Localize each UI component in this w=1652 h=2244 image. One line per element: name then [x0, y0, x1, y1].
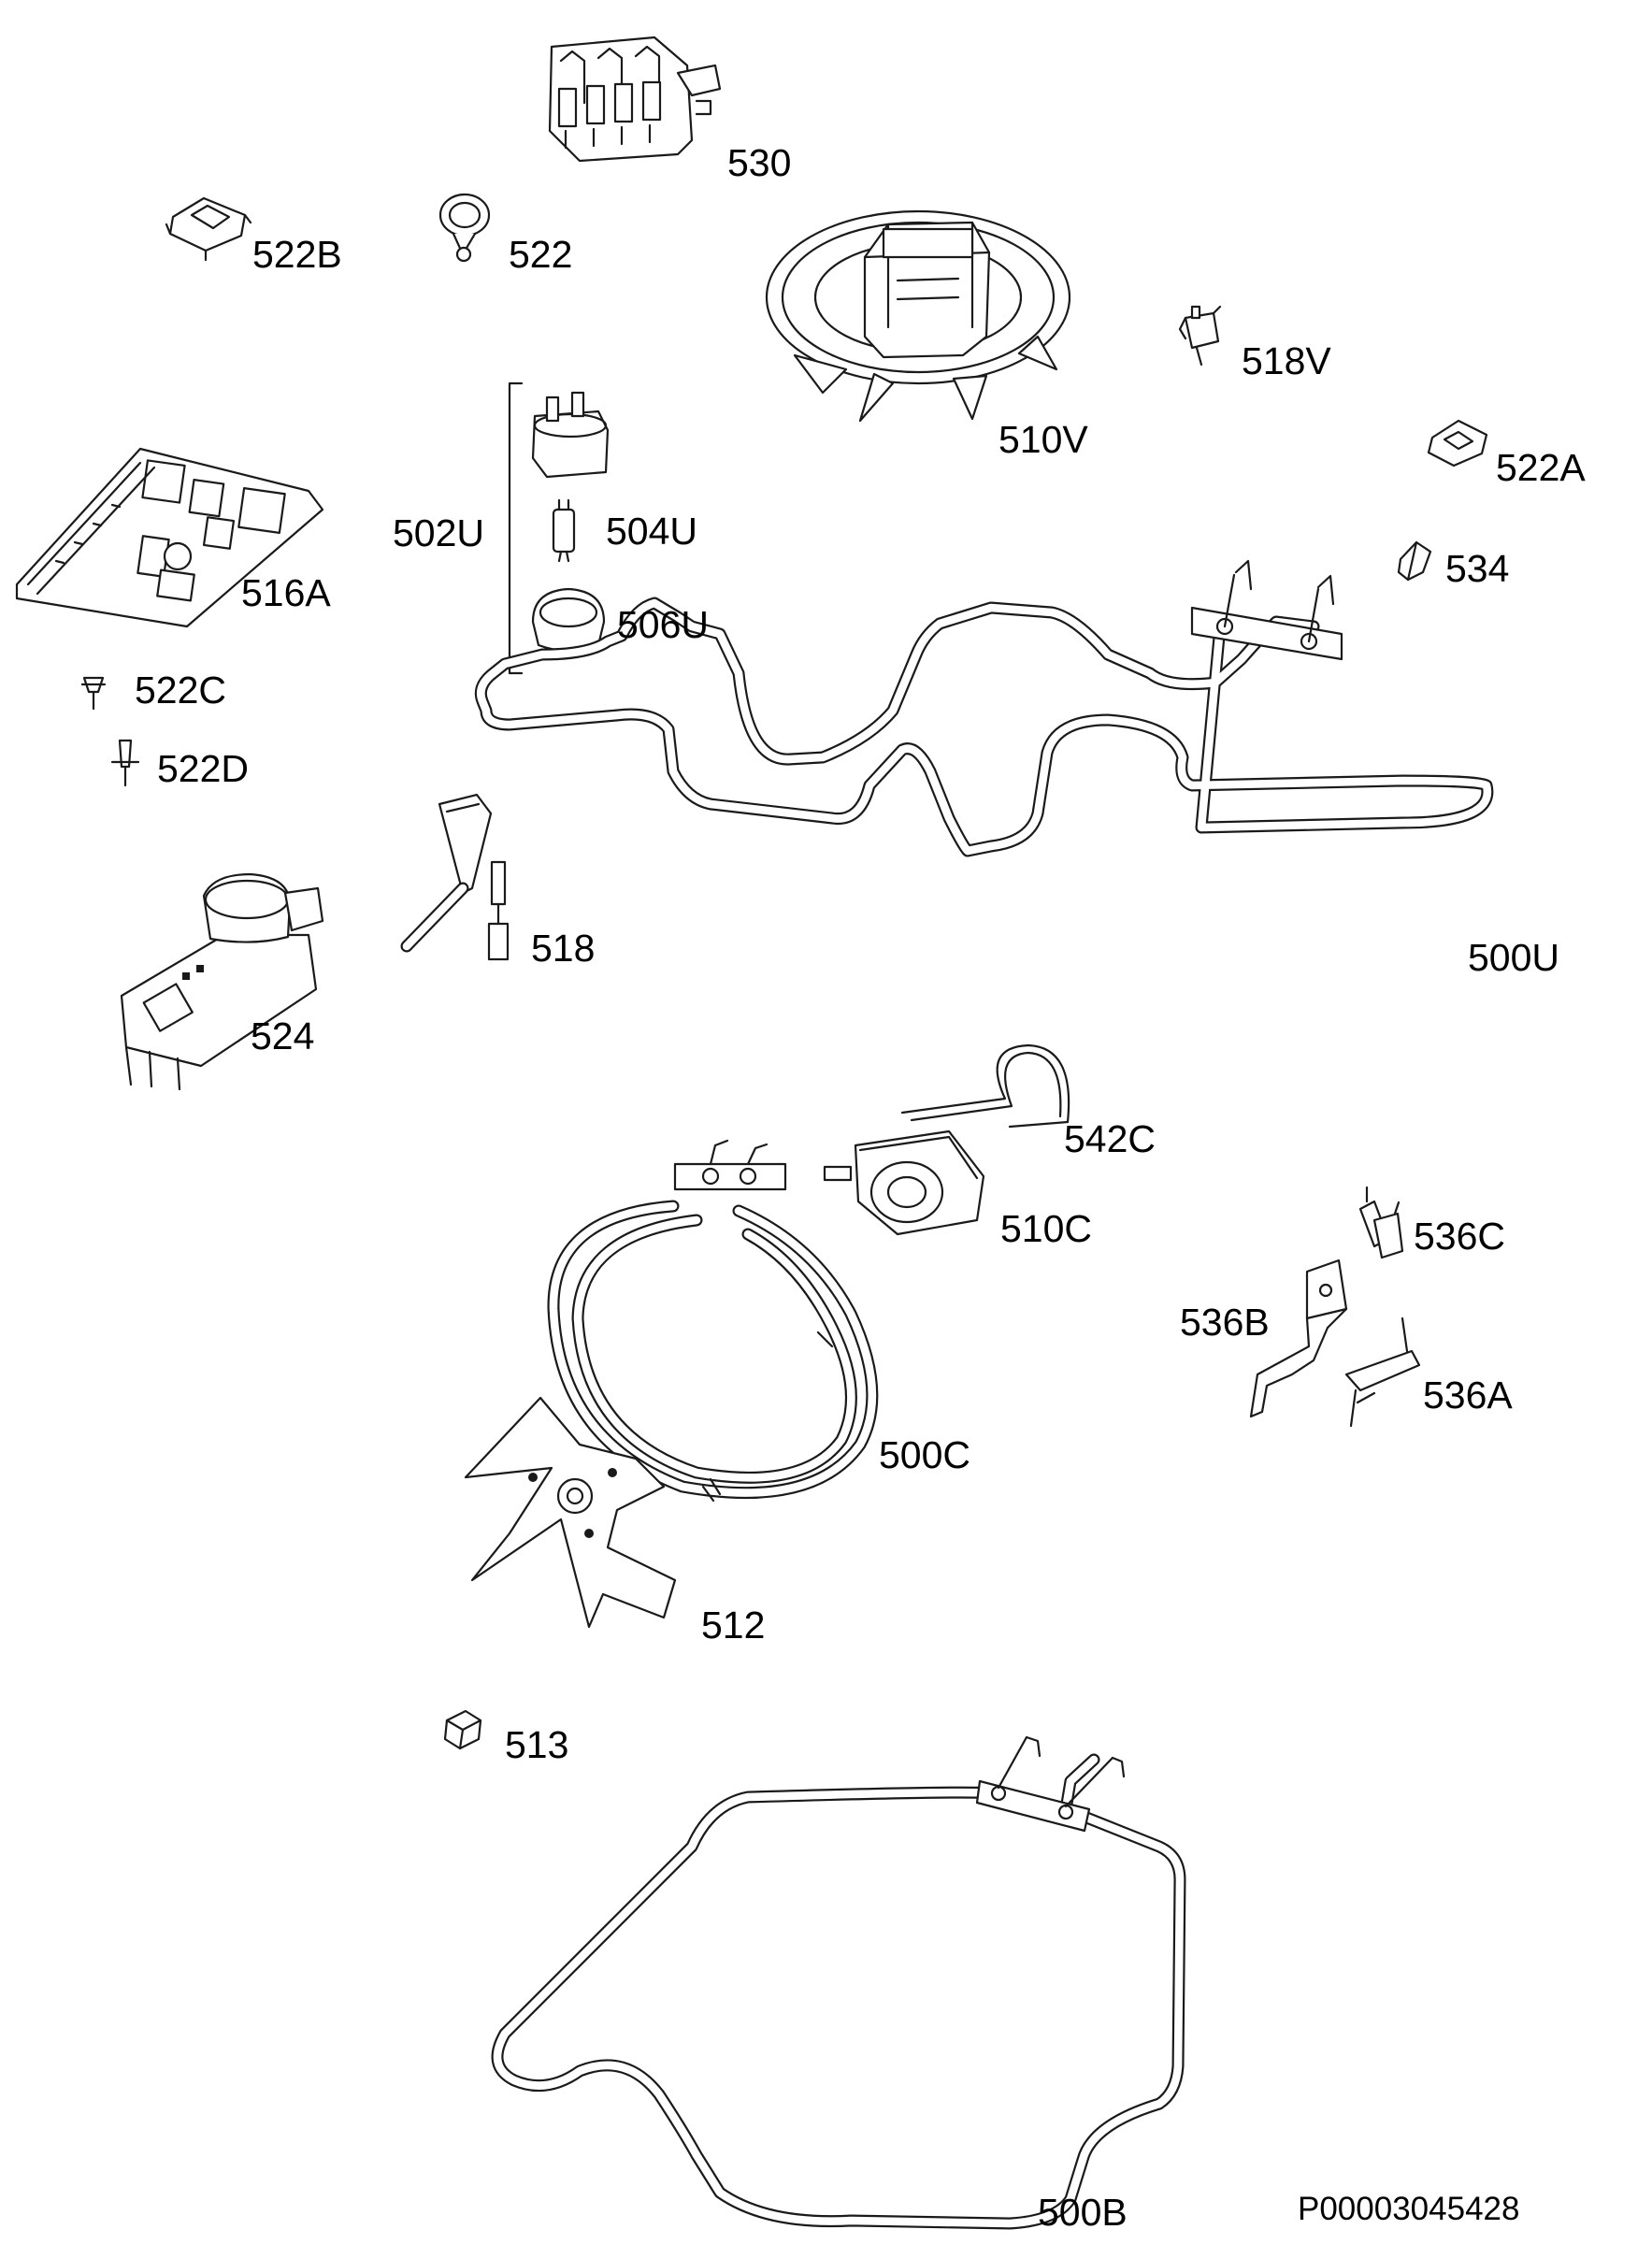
part-522B-holder[interactable]	[165, 196, 252, 262]
bracket-502U	[508, 381, 524, 675]
part-500U-upper-heating-element[interactable]	[474, 559, 1494, 857]
part-522A-holder[interactable]	[1427, 419, 1488, 468]
part-530-terminal-block[interactable]	[548, 36, 722, 163]
part-510C-motor[interactable]	[823, 1129, 985, 1236]
part-522C-fastener[interactable]	[80, 676, 107, 711]
part-thermostat-housing[interactable]	[531, 391, 610, 479]
part-522-clip[interactable]	[438, 193, 491, 263]
label-516A: 516A	[241, 571, 331, 614]
label-534: 534	[1445, 547, 1509, 590]
label-522B: 522B	[252, 233, 342, 276]
label-500B: 500B	[1038, 2191, 1128, 2234]
label-518: 518	[531, 927, 595, 970]
part-536B-bracket[interactable]	[1249, 1259, 1348, 1418]
part-524-timer-control[interactable]	[120, 872, 324, 1091]
part-536A-plate[interactable]	[1344, 1316, 1421, 1428]
part-522D-fastener[interactable]	[110, 739, 140, 787]
part-510V-fan-motor[interactable]	[765, 209, 1071, 423]
label-530: 530	[727, 141, 791, 184]
label-542C: 542C	[1064, 1117, 1156, 1160]
label-506U: 506U	[617, 603, 709, 646]
label-536C: 536C	[1414, 1215, 1505, 1258]
drawing-code: P00003045428	[1298, 2191, 1519, 2227]
part-506U-lamp-cover[interactable]	[531, 587, 606, 653]
label-504U: 504U	[606, 510, 697, 553]
part-518V-thermostat[interactable]	[1178, 305, 1222, 367]
part-512-fan-blade[interactable]	[464, 1396, 677, 1629]
label-522D: 522D	[157, 747, 249, 790]
label-522: 522	[509, 233, 572, 276]
label-500C: 500C	[879, 1433, 970, 1476]
label-536A: 536A	[1423, 1374, 1513, 1417]
label-522A: 522A	[1496, 446, 1586, 489]
label-500U: 500U	[1468, 936, 1559, 979]
part-542C-spring-bracket[interactable]	[900, 1043, 1070, 1129]
label-518V: 518V	[1242, 339, 1331, 382]
part-536C-micro-switch[interactable]	[1358, 1186, 1404, 1259]
part-513-nut[interactable]	[443, 1709, 482, 1750]
part-504U-lamp[interactable]	[552, 498, 576, 563]
label-522C: 522C	[135, 669, 226, 712]
part-labels: 530 522B 522 510V 518V 522A 534 502U 504…	[135, 141, 1586, 2234]
label-510C: 510C	[1000, 1207, 1092, 1250]
label-513: 513	[505, 1723, 568, 1766]
label-510V: 510V	[998, 418, 1088, 461]
label-524: 524	[251, 1014, 314, 1057]
part-516A-circuit-board[interactable]	[15, 447, 324, 628]
part-500B-lower-heating-element[interactable]	[491, 1735, 1186, 2230]
label-512: 512	[701, 1604, 765, 1647]
part-518-temperature-sensor[interactable]	[400, 793, 510, 961]
label-502U: 502U	[393, 511, 484, 554]
part-500C-circular-heating-element[interactable]	[547, 1139, 879, 1503]
part-534-cap[interactable]	[1397, 540, 1432, 582]
label-536B: 536B	[1180, 1301, 1270, 1344]
